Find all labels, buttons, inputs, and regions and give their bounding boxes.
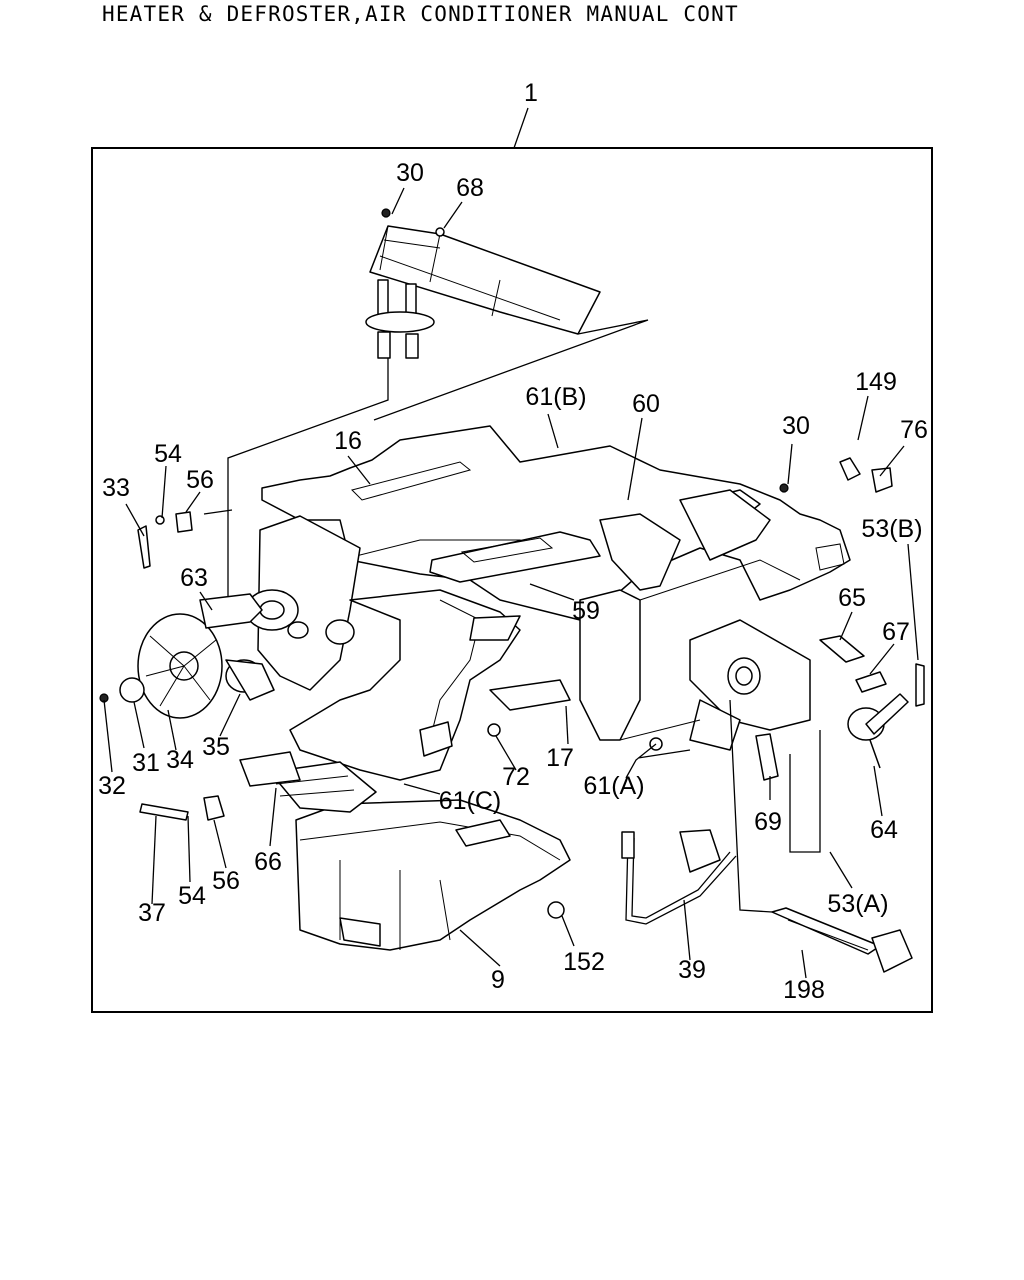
callout-part-34: 34 [166, 746, 194, 774]
heater-case-right [487, 559, 811, 751]
callout-part-37: 37 [138, 899, 166, 927]
heater-core-unit [227, 225, 649, 603]
resistor [771, 907, 913, 973]
callout-part-56-top: 56 [186, 466, 214, 494]
callout-part-53a: 53(A) [827, 890, 888, 918]
heater-case-upper [261, 425, 851, 621]
diagram-frame [91, 147, 933, 1013]
callout-clip-54-top: 54 [154, 440, 182, 468]
callout-part-66: 66 [254, 848, 282, 876]
page-title: HEATER & DEFROSTER,AIR CONDITIONER MANUA… [102, 2, 739, 26]
callout-case-61c: 61(C) [439, 787, 502, 815]
callout-screw-30-top: 30 [396, 159, 424, 187]
callout-part-56-bottom: 56 [212, 867, 240, 895]
callout-part-149: 149 [855, 368, 897, 396]
callout-nut-152: 152 [563, 948, 605, 976]
actuator-links [755, 457, 925, 853]
callout-seal-68: 68 [456, 174, 484, 202]
callout-screw-30-right: 30 [782, 412, 810, 440]
small-parts [137, 483, 789, 919]
callout-case-61b: 61(B) [525, 383, 586, 411]
callout-part-17: 17 [546, 744, 574, 772]
callout-part-198: 198 [783, 976, 825, 1004]
callout-part-60: 60 [632, 390, 660, 418]
callout-screw-32: 32 [98, 772, 126, 800]
callout-part-33: 33 [102, 474, 130, 502]
callout-part-72: 72 [502, 763, 530, 791]
leader-lines [103, 107, 919, 979]
callout-harness-39: 39 [678, 956, 706, 984]
callout-part-53b: 53(B) [861, 515, 922, 543]
callout-part-63: 63 [180, 564, 208, 592]
callout-part-16: 16 [334, 427, 362, 455]
callout-part-69: 69 [754, 808, 782, 836]
callout-assembly-1: 1 [524, 79, 538, 107]
evaporator-case [295, 799, 571, 951]
callout-part-76: 76 [900, 416, 928, 444]
air-filter [239, 751, 377, 813]
heater-case-middle [245, 515, 521, 781]
callout-part-65: 65 [838, 584, 866, 612]
callout-part-64: 64 [870, 816, 898, 844]
callout-part-59: 59 [572, 597, 600, 625]
callout-part-35: 35 [202, 733, 230, 761]
callout-clip-54-bottom: 54 [178, 882, 206, 910]
wire-harness [621, 829, 737, 925]
callout-part-31: 31 [132, 749, 160, 777]
callout-part-67: 67 [882, 618, 910, 646]
callout-labels: 1 30 68 61(B) 60 149 30 76 16 54 33 56 5… [98, 79, 928, 1004]
callout-case-61a: 61(A) [583, 772, 644, 800]
blower-motor [99, 613, 275, 719]
callout-case-9: 9 [491, 966, 505, 994]
